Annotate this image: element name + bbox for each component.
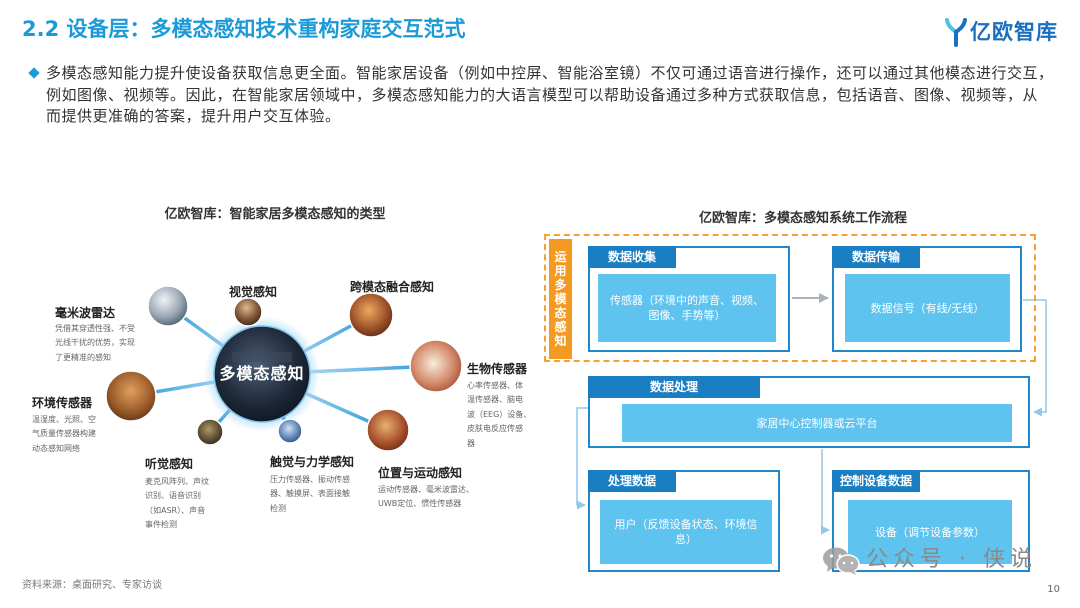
desc-line: 麦克风阵列、声纹 xyxy=(145,477,209,486)
step-handle-body: 用户（反馈设备状态、环境信 息） xyxy=(600,500,772,564)
center-hub-detail xyxy=(232,352,292,362)
node-label-vision: 视觉感知 xyxy=(229,285,278,299)
node-photo-tactile xyxy=(277,418,303,444)
node-desc-position-motion: 运动传感器、毫米波雷达、 UWB定位、惯性传感器 xyxy=(378,483,474,512)
multimodal-group-frame xyxy=(544,234,1036,362)
node-label-position-motion: 位置与运动感知 xyxy=(378,466,463,480)
yiou-logo-icon xyxy=(945,18,967,47)
desc-line: 气质量传感器构建 xyxy=(32,429,96,439)
node-desc-auditory: 麦克风阵列、声纹 识别、语音识别 （如ASR）、声音 事件检测 xyxy=(145,475,209,533)
node-photo-auditory xyxy=(196,418,224,446)
arrow-process-to-control xyxy=(820,449,830,535)
desc-line: 检测 xyxy=(270,503,286,513)
page-number: 10 xyxy=(1047,584,1060,595)
step-collect: 数据收集 传感器（环境中的声音、视频、 图像、手势等） xyxy=(588,246,790,352)
step-handle-header: 处理数据 xyxy=(588,470,676,492)
node-label-auditory: 听觉感知 xyxy=(145,457,194,471)
watermark-text: 公众号 · 侠说 xyxy=(866,547,1037,572)
center-hub xyxy=(213,325,311,423)
node-photo-bio-sensor xyxy=(409,339,463,393)
body-line: 数据信号（有线/无线） xyxy=(870,301,985,315)
desc-line: 器、触摸屏、表面接触 xyxy=(270,489,350,499)
node-desc-mmwave-radar: 凭借其穿透性强、不受 光线干扰的优势，实现 了更精准的感知 xyxy=(55,322,135,365)
desc-line: 凭借其穿透性强、不受 xyxy=(55,324,135,333)
step-handle: 处理数据 用户（反馈设备状态、环境信 息） xyxy=(588,470,780,572)
desc-line: 事件检测 xyxy=(145,520,177,530)
arrow-process-to-handle xyxy=(576,407,588,510)
step-process: 数据处理 家居中心控制器或云平台 xyxy=(588,376,1030,448)
multimodal-group-tab: 运用多模态感知 xyxy=(549,239,572,359)
step-transmit-header: 数据传输 xyxy=(832,246,920,268)
node-label-cross-modal: 跨模态融合感知 xyxy=(350,280,435,294)
step-transmit-body: 数据信号（有线/无线） xyxy=(845,274,1010,342)
desc-line: 波（EEG）设备、 xyxy=(467,409,532,419)
step-control-body: 设备（调节设备参数） xyxy=(848,500,1012,564)
group-tab-label: 运用多模态感知 xyxy=(554,250,567,348)
step-control: 控制设备数据 设备（调节设备参数） xyxy=(832,470,1030,572)
node-photo-position-motion xyxy=(366,408,410,452)
body-line: 用户（反馈设备状态、环境信 xyxy=(614,518,758,531)
logo-text: 亿欧智库 xyxy=(970,20,1058,44)
body-line: 图像、手势等） xyxy=(648,309,726,322)
step-control-header: 控制设备数据 xyxy=(832,470,920,492)
right-diagram-title: 亿欧智库：多模态感知系统工作流程 xyxy=(698,211,907,226)
step-transmit: 数据传输 数据信号（有线/无线） xyxy=(832,246,1022,352)
wechat-icon xyxy=(823,547,860,575)
desc-line: 运动传感器、毫米波雷达、 xyxy=(378,485,474,494)
desc-line: 压力传感器、振动传感 xyxy=(270,475,350,484)
body-line: 传感器（环境中的声音、视频、 xyxy=(610,294,764,307)
node-desc-bio-sensor: 心率传感器、体 温传感器、脑电 波（EEG）设备、 皮肤电反应传感 器 xyxy=(467,379,531,451)
body-line: 家居中心控制器或云平台 xyxy=(756,416,878,430)
node-label-mmwave-radar: 毫米波雷达 xyxy=(55,306,116,320)
node-photo-environment-sensor xyxy=(105,370,157,422)
desc-line: （如ASR）、声音 xyxy=(145,505,206,515)
node-photo-cross-modal xyxy=(348,292,394,338)
center-hub-label: 多模态感知 xyxy=(219,364,305,383)
body-line: 息） xyxy=(675,533,697,546)
desc-line: 光线干扰的优势，实现 xyxy=(55,338,135,348)
intro-line: 多模态感知能力提升使设备获取信息更全面。智能家居设备（例如中控屏、智能浴室镜）不… xyxy=(46,64,1054,82)
node-label-bio-sensor: 生物传感器 xyxy=(467,362,528,376)
desc-line: 器 xyxy=(467,438,475,448)
node-desc-environment-sensor: 温湿度、光照、空 气质量传感器构建 动态感知网络 xyxy=(32,413,96,456)
body-line: 设备（调节设备参数） xyxy=(875,525,985,539)
source-note: 资料来源：桌面研究、专家访谈 xyxy=(22,580,162,591)
intro-line: 而提供更准确的答案，提升用户交互体验。 xyxy=(46,107,341,125)
intro-paragraph: 多模态感知能力提升使设备获取信息更全面。智能家居设备（例如中控屏、智能浴室镜）不… xyxy=(46,63,1054,128)
node-label-tactile: 触觉与力学感知 xyxy=(270,455,355,469)
desc-line: 了更精准的感知 xyxy=(55,352,111,362)
desc-line: 识别、语音识别 xyxy=(145,491,201,501)
step-process-body: 家居中心控制器或云平台 xyxy=(622,404,1012,442)
intro-line: 例如图像、视频等。因此，在智能家居领域中，多模态感知能力的大语言模型可以帮助设备… xyxy=(46,85,1039,104)
node-photo-mmwave-radar xyxy=(147,285,189,327)
node-label-environment-sensor: 环境传感器 xyxy=(32,396,93,410)
desc-line: 心率传感器、体 xyxy=(467,381,523,390)
desc-line: 温传感器、脑电 xyxy=(467,395,523,405)
left-diagram-title: 亿欧智库：智能家居多模态感知的类型 xyxy=(164,207,386,222)
desc-line: 动态感知网络 xyxy=(32,443,80,453)
desc-line: 温湿度、光照、空 xyxy=(32,415,96,424)
desc-line: 皮肤电反应传感 xyxy=(467,424,523,434)
desc-line: UWB定位、惯性传感器 xyxy=(378,499,462,509)
step-collect-header: 数据收集 xyxy=(588,246,676,268)
step-collect-body: 传感器（环境中的声音、视频、 图像、手势等） xyxy=(598,274,776,342)
node-desc-tactile: 压力传感器、振动传感 器、触摸屏、表面接触 检测 xyxy=(270,473,350,516)
step-process-header: 数据处理 xyxy=(588,376,760,398)
node-photo-vision xyxy=(233,297,263,327)
page-title: 2.2 设备层：多模态感知技术重构家庭交互范式 xyxy=(22,17,466,41)
